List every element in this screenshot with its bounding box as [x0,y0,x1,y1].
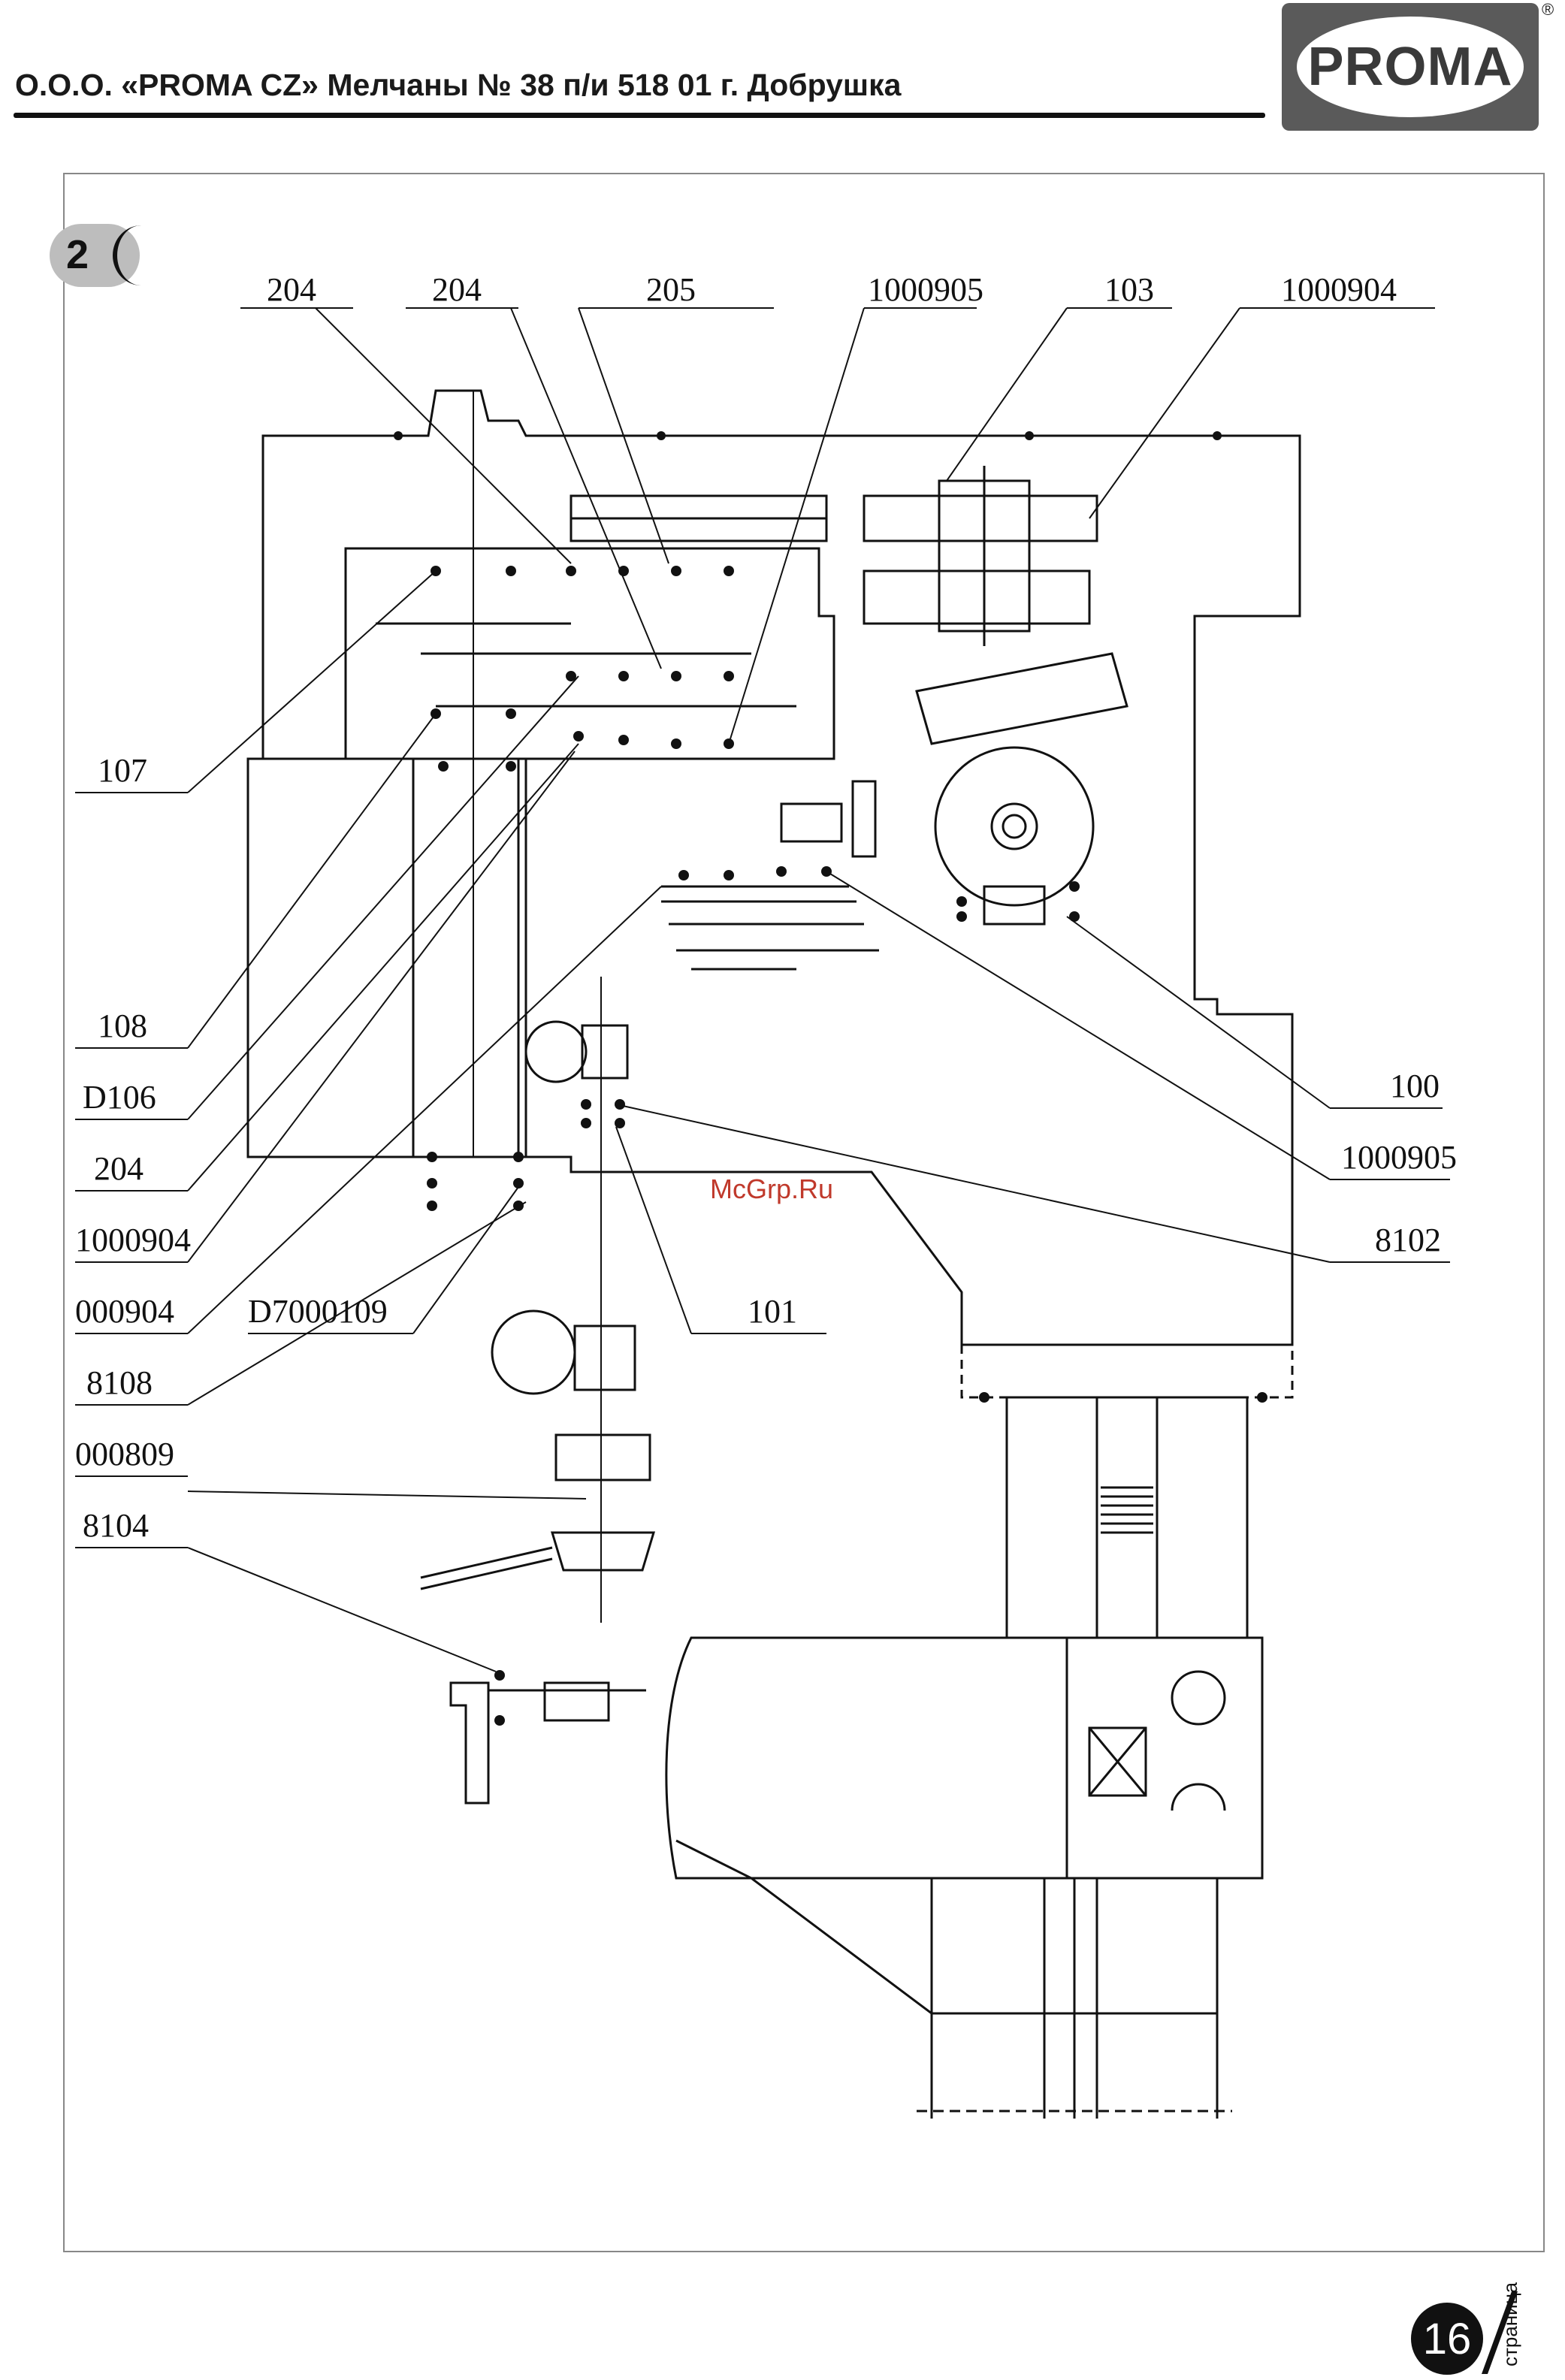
label-101: 101 [748,1293,797,1330]
part-labels: 204 204 205 1000905 103 1000904 107 108 … [75,271,1457,1544]
label-1000905-right: 1000905 [1341,1139,1457,1176]
label-100: 100 [1390,1068,1440,1104]
label-204-left: 204 [94,1150,144,1187]
label-1000905-top: 1000905 [868,271,983,308]
page-word: страница [1499,2282,1522,2366]
label-205-top: 205 [646,271,696,308]
label-8102: 8102 [1375,1222,1441,1258]
shaft-assembly [376,391,1127,1803]
label-204-top-a: 204 [267,271,316,308]
label-107: 107 [98,752,147,789]
page-number-badge: 16 [1411,2303,1483,2375]
label-D106: D106 [83,1079,156,1116]
label-000809: 000809 [75,1436,174,1472]
page-number: 16 [1423,2314,1472,2364]
label-8108: 8108 [86,1364,153,1401]
label-108: 108 [98,1007,147,1044]
leader-lines [75,308,1450,1672]
watermark: McGrp.Ru [710,1173,833,1204]
label-1000904-left-b: 000904 [75,1293,174,1330]
label-204-top-b: 204 [432,271,482,308]
label-1000904-left-a: 1000904 [75,1222,191,1258]
label-8104: 8104 [83,1507,149,1544]
label-D7000109: D7000109 [248,1293,388,1330]
label-103-top: 103 [1104,271,1154,308]
label-1000904-top: 1000904 [1281,271,1397,308]
machine-body [248,391,1300,2119]
